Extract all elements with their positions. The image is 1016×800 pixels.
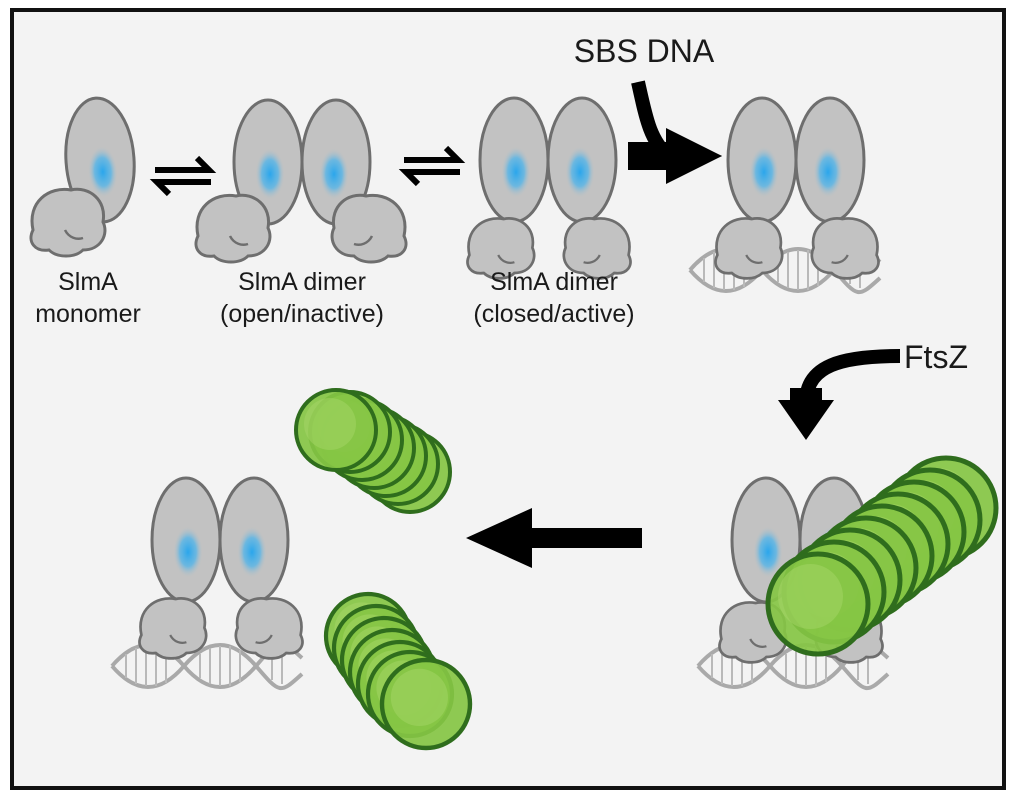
label-monomer-line1: SlmA [58,268,118,296]
label-dimer-closed-line2: (closed/active) [473,300,634,328]
ftsz-arrow-icon [778,349,901,440]
label-dimer-open-line1: SlmA dimer [238,268,366,296]
heavy-arrow-icon [466,508,642,568]
label-ftsz: FtsZ [904,339,968,375]
label-monomer: SlmA monomer [35,268,141,328]
label-dimer-open-line2: (open/inactive) [220,300,384,328]
label-sbs-dna: SBS DNA [574,33,715,69]
label-dimer-closed-line1: SlmA dimer [490,268,618,296]
label-monomer-line2: monomer [35,300,141,328]
label-dimer-closed: SlmA dimer (closed/active) [473,268,634,328]
sbs-dna-arrow-icon [628,80,722,184]
label-dimer-open: SlmA dimer (open/inactive) [220,268,384,328]
